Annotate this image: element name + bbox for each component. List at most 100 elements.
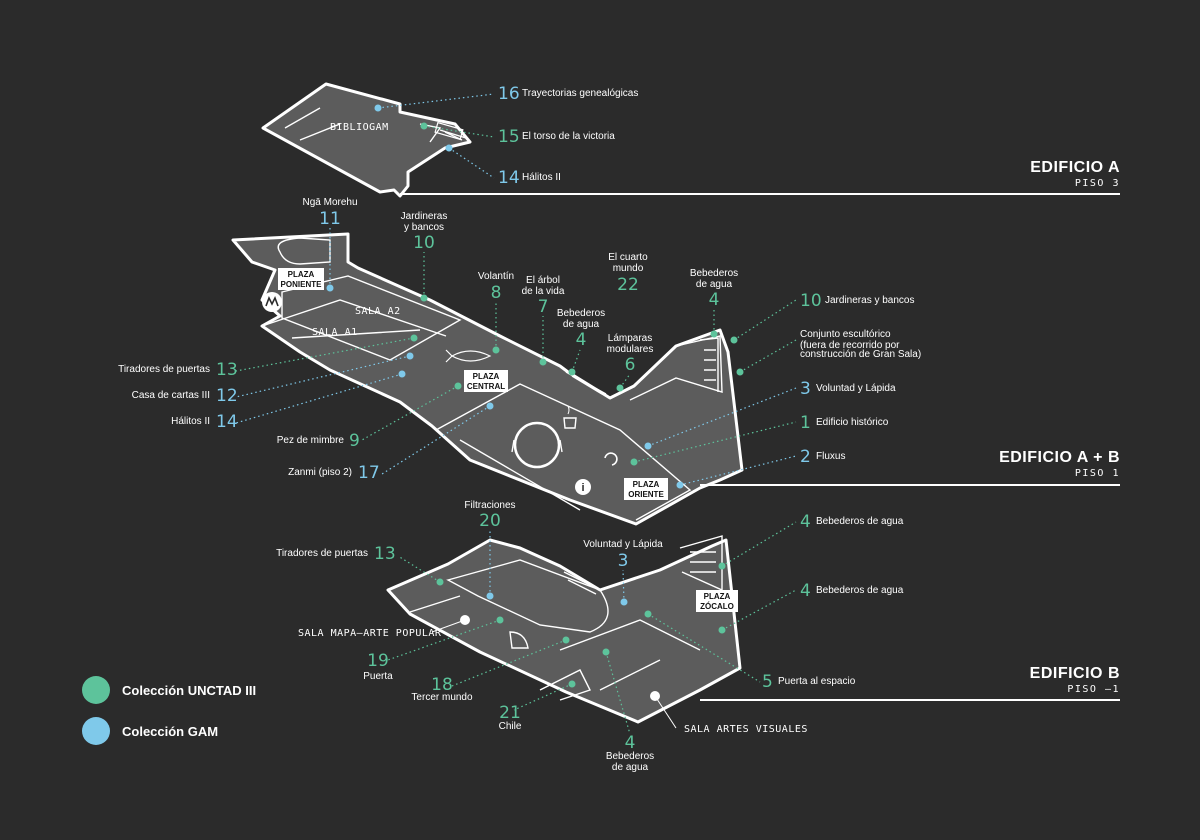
svg-text:Trayectorias genealógicas: Trayectorias genealógicas xyxy=(522,88,638,99)
room-bibliogam: BIBLIOGAM xyxy=(330,122,389,133)
pin-leader xyxy=(679,455,797,486)
artwork-pin[interactable] xyxy=(398,370,406,378)
svg-text:PLAZA: PLAZA xyxy=(288,270,315,279)
artwork-pin[interactable] xyxy=(486,592,494,600)
artwork-pin[interactable] xyxy=(730,336,738,344)
svg-text:1: 1 xyxy=(800,413,811,433)
artwork-pin[interactable] xyxy=(568,368,576,376)
artwork-pin[interactable] xyxy=(420,294,428,302)
artwork-pin[interactable] xyxy=(568,680,576,688)
artwork-pin[interactable] xyxy=(539,358,547,366)
artwork-pin[interactable] xyxy=(496,616,504,624)
artwork-pin[interactable] xyxy=(436,578,444,586)
room-sala-mapa: SALA MAPA–ARTE POPULAR xyxy=(298,628,442,639)
svg-text:4: 4 xyxy=(576,330,587,350)
svg-text:11: 11 xyxy=(319,209,341,229)
pin-leader xyxy=(361,385,459,441)
artwork-pins xyxy=(235,93,797,735)
label-conjunto[interactable]: Conjunto escultórico(fuera de recorrido … xyxy=(800,329,921,360)
room-sala-artes: SALA ARTES VISUALES xyxy=(684,724,808,735)
svg-text:17: 17 xyxy=(358,463,380,483)
artwork-pin[interactable] xyxy=(420,122,428,130)
label-3-a[interactable]: 3 Voluntad y Lápida xyxy=(800,379,896,399)
artwork-pin[interactable] xyxy=(445,144,453,152)
artwork-pin[interactable] xyxy=(486,402,494,410)
svg-text:13: 13 xyxy=(374,544,396,564)
svg-text:4: 4 xyxy=(800,512,811,532)
artwork-pin[interactable] xyxy=(630,458,638,466)
svg-text:Puerta: Puerta xyxy=(363,671,393,682)
artwork-pin[interactable] xyxy=(492,346,500,354)
svg-text:Jardineras y bancos: Jardineras y bancos xyxy=(825,295,915,306)
svg-text:EDIFICIO A: EDIFICIO A xyxy=(1030,159,1120,176)
svg-text:Tiradores de puertas: Tiradores de puertas xyxy=(276,548,368,559)
artwork-pin[interactable] xyxy=(602,648,610,656)
artwork-pin[interactable] xyxy=(620,598,628,606)
artwork-pin[interactable] xyxy=(676,481,684,489)
svg-text:20: 20 xyxy=(479,511,501,531)
svg-text:19: 19 xyxy=(367,651,389,671)
artwork-pin[interactable] xyxy=(562,636,570,644)
svg-text:16: 16 xyxy=(498,84,520,104)
plaza-poniente: PLAZA PONIENTE xyxy=(278,268,324,290)
svg-text:Voluntad y Lápida: Voluntad y Lápida xyxy=(816,383,896,394)
artwork-pin[interactable] xyxy=(454,382,462,390)
artwork-pin[interactable] xyxy=(644,442,652,450)
svg-text:8: 8 xyxy=(491,283,502,303)
svg-text:Volantín: Volantín xyxy=(478,271,514,282)
pin-leader xyxy=(235,337,415,372)
artwork-pin[interactable] xyxy=(410,334,418,342)
legend-unctad: Colección UNCTAD III xyxy=(82,676,256,704)
artwork-pin[interactable] xyxy=(718,562,726,570)
svg-text:Bebederos de agua: Bebederos de agua xyxy=(816,585,904,596)
label-17[interactable]: Zanmi (piso 2)17 xyxy=(288,463,380,483)
artwork-pin[interactable] xyxy=(616,384,624,392)
artwork-pin[interactable] xyxy=(326,284,334,292)
svg-text:modulares: modulares xyxy=(607,344,654,355)
svg-text:9: 9 xyxy=(349,431,360,451)
artwork-pin[interactable] xyxy=(644,610,652,618)
svg-text:El árbol: El árbol xyxy=(526,275,560,286)
artwork-pin[interactable] xyxy=(406,352,414,360)
svg-text:12: 12 xyxy=(216,386,238,406)
artwork-pin[interactable] xyxy=(374,104,382,112)
artwork-pin[interactable] xyxy=(710,330,718,338)
svg-text:3: 3 xyxy=(800,379,811,399)
artwork-pin[interactable] xyxy=(718,626,726,634)
svg-text:de la vida: de la vida xyxy=(522,286,565,297)
pin-leader xyxy=(235,373,403,424)
metro-icon xyxy=(262,292,282,312)
svg-text:Fluxus: Fluxus xyxy=(816,451,845,462)
artwork-pin[interactable] xyxy=(736,368,744,376)
label-13-b[interactable]: Tiradores de puertas 13 xyxy=(276,544,396,564)
pin-leader xyxy=(377,93,495,109)
